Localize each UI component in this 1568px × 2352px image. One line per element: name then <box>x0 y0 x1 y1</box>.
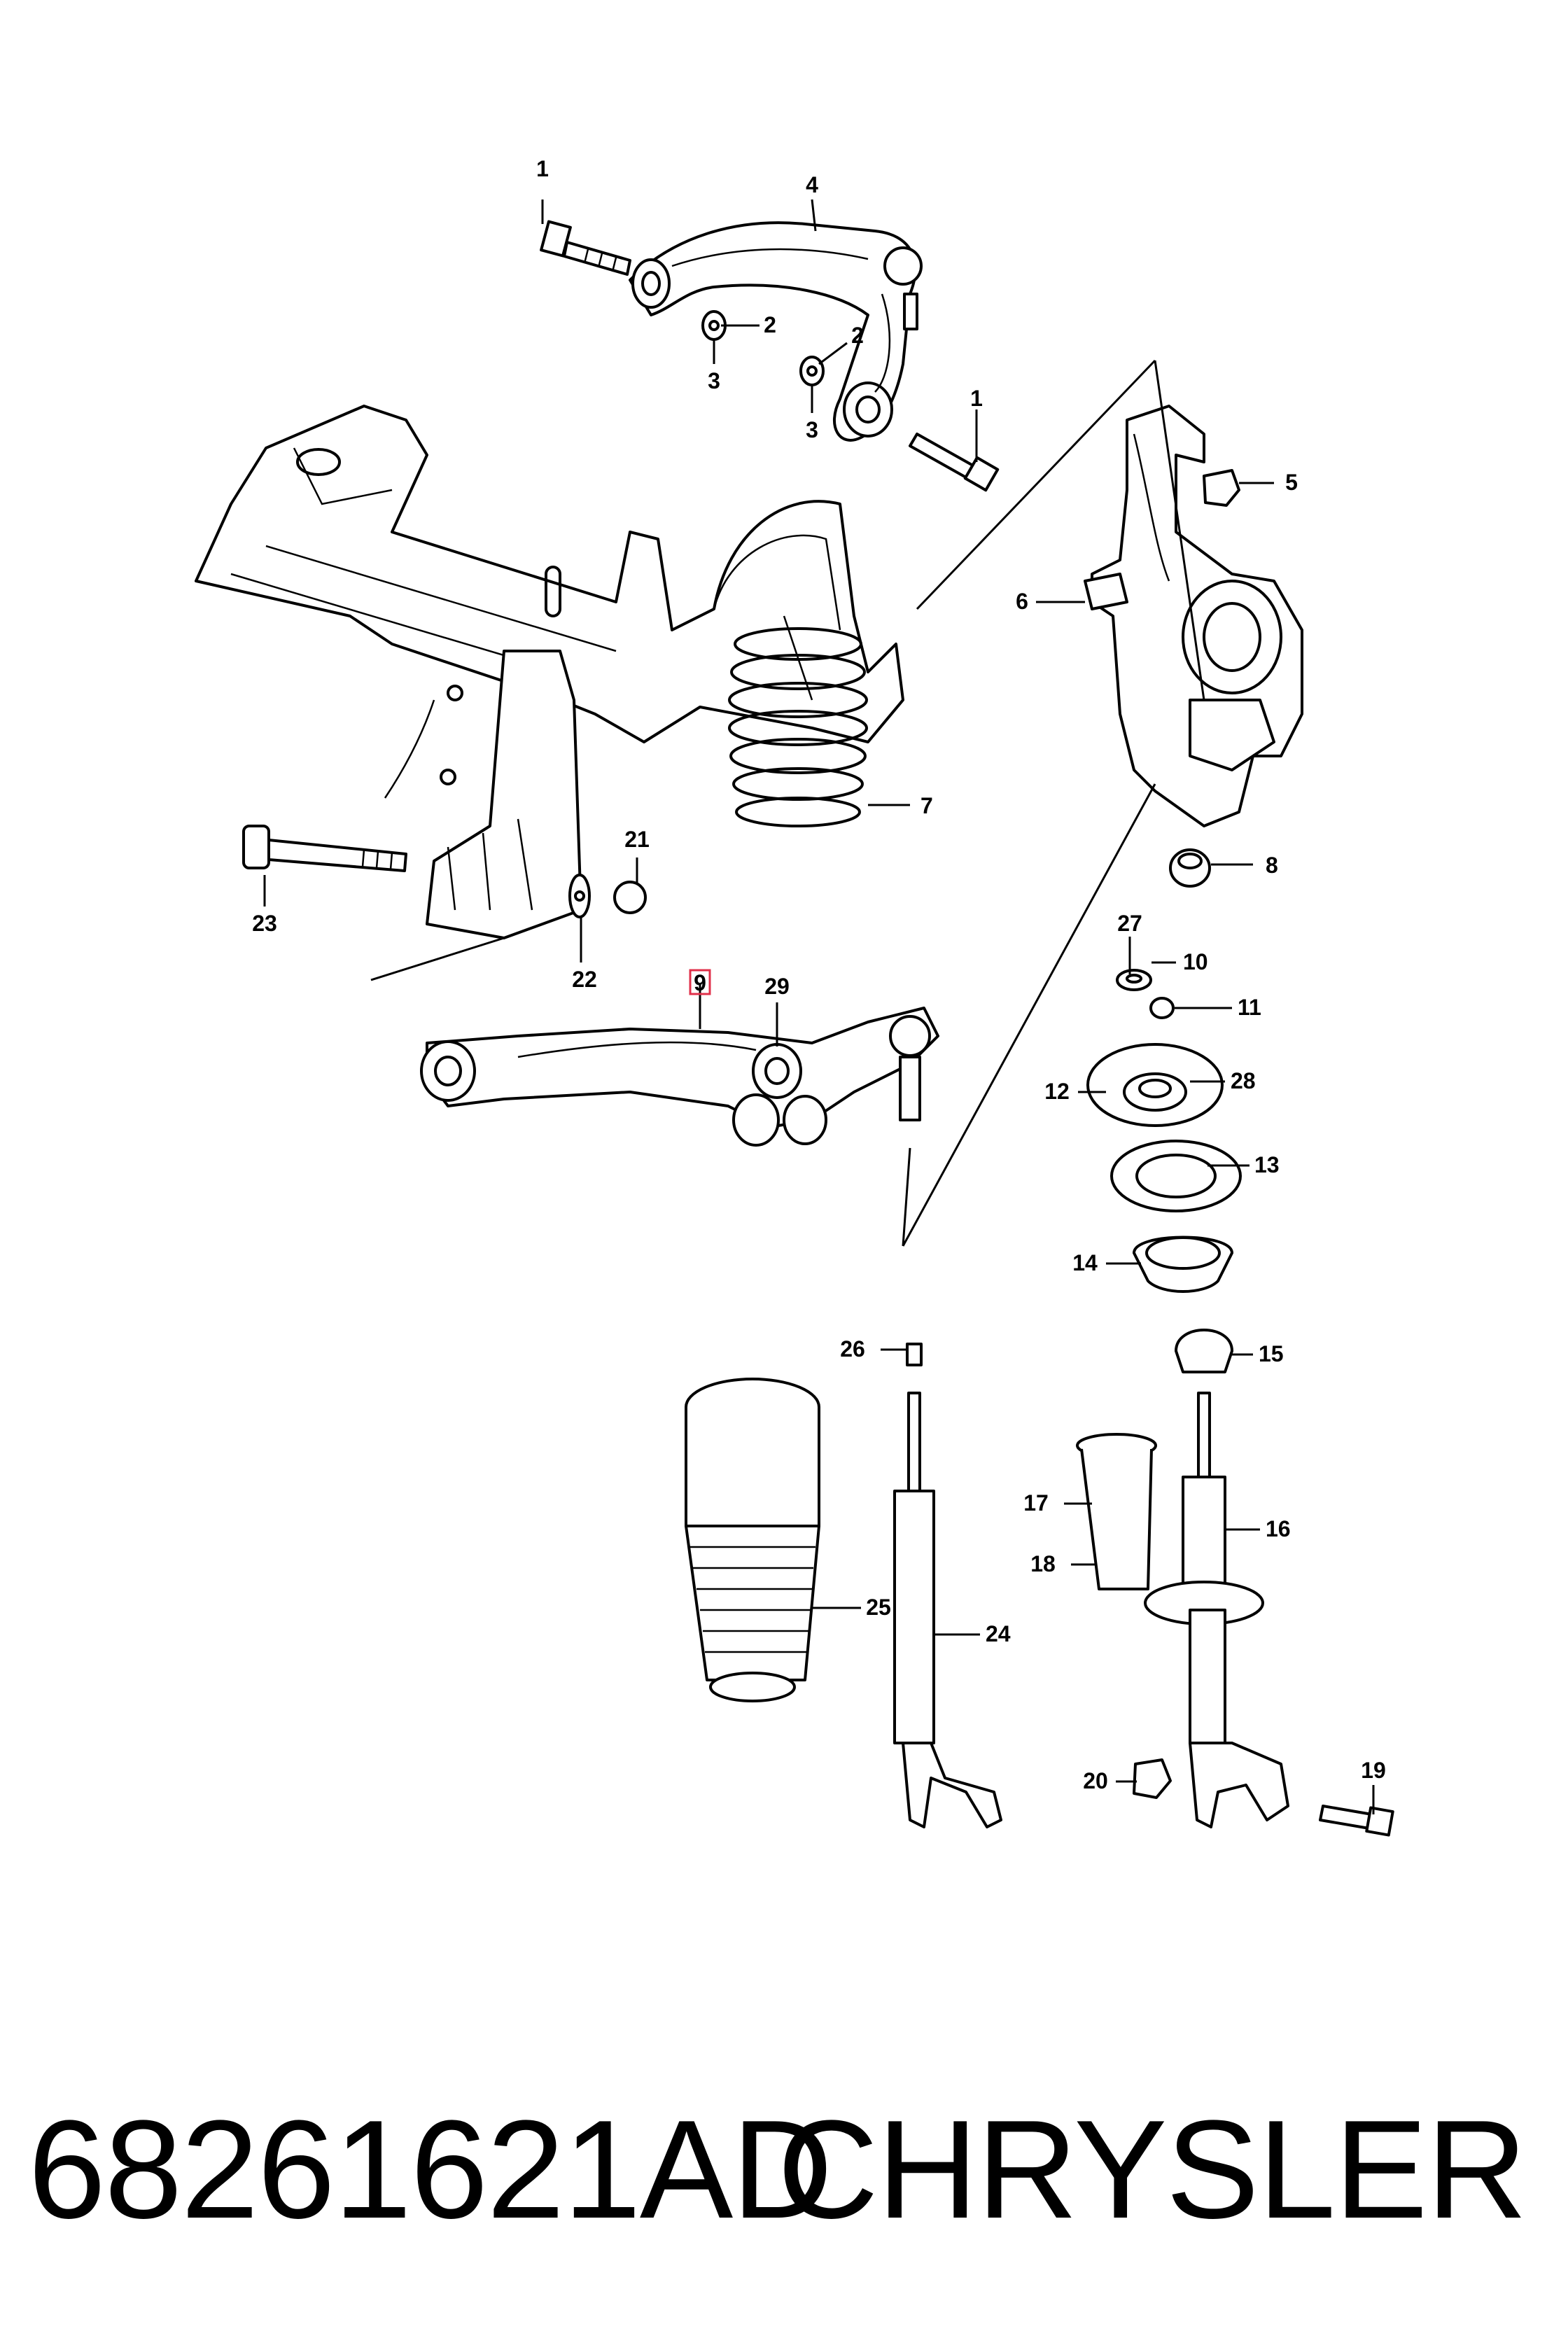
bolt-upper-rear <box>909 433 1000 492</box>
callout-12: 12 <box>1044 1079 1070 1104</box>
callout-8: 8 <box>1266 853 1278 878</box>
coil-spring <box>728 627 868 827</box>
callout-28: 28 <box>1231 1068 1256 1093</box>
callout-1-front-bolt: 1 <box>536 156 549 181</box>
callout-25: 25 <box>866 1595 891 1620</box>
air-spring-bellows <box>685 1378 820 1702</box>
nut-8 <box>1169 848 1211 888</box>
callout-10: 10 <box>1183 949 1208 974</box>
callout-2-front: 2 <box>764 312 776 337</box>
callout-3-rear: 3 <box>806 417 818 442</box>
upper-control-arm <box>629 221 923 442</box>
callout-2-rear: 2 <box>851 323 864 348</box>
nut-5 <box>1203 469 1240 507</box>
callout-7-spring: 7 <box>920 793 933 818</box>
callout-5: 5 <box>1285 470 1298 495</box>
callout-13: 13 <box>1254 1152 1280 1177</box>
strut-16 <box>1144 1392 1289 1828</box>
washer-10 <box>1116 969 1152 991</box>
brand-name: CHRYSLER <box>777 2092 1527 2248</box>
spring-isolator-13 <box>1110 1140 1242 1212</box>
footer: 68261621AD CHRYSLER <box>0 2065 1568 2275</box>
nut-20 <box>1133 1758 1172 1799</box>
callout-20: 20 <box>1083 1768 1108 1793</box>
callout-1-rear-bolt: 1 <box>970 386 983 411</box>
callout-29: 29 <box>764 974 790 999</box>
lower-control-arm <box>420 1007 939 1147</box>
part-number: 68261621AD <box>28 2092 833 2248</box>
callout-23: 23 <box>252 911 277 936</box>
callout-21: 21 <box>624 827 650 852</box>
dust-boot-17-18 <box>1076 1433 1157 1590</box>
upper-strut-mount <box>1086 1043 1224 1127</box>
nut-11 <box>1149 997 1175 1019</box>
callout-4-upper-arm: 4 <box>806 172 818 197</box>
bolt-19 <box>1319 1805 1394 1837</box>
jounce-bumper-15 <box>1175 1329 1233 1373</box>
bolt-upper-front <box>540 220 631 276</box>
callout-19: 19 <box>1361 1758 1386 1783</box>
bolt-23 <box>242 825 407 872</box>
callout-17: 17 <box>1023 1490 1049 1516</box>
callout-18: 18 <box>1030 1551 1056 1576</box>
callout-15: 15 <box>1259 1341 1284 1366</box>
callout-11: 11 <box>1238 995 1261 1020</box>
callout-24: 24 <box>986 1621 1011 1646</box>
cam-washer-rear <box>799 356 825 386</box>
callout-9-highlight <box>689 969 711 995</box>
callout-27: 27 <box>1117 911 1142 936</box>
callout-26: 26 <box>840 1336 865 1362</box>
callout-3-front: 3 <box>708 368 720 393</box>
callout-16: 16 <box>1266 1516 1291 1541</box>
callout-14: 14 <box>1072 1250 1098 1275</box>
nut-21 <box>613 881 647 914</box>
steering-knuckle <box>1084 405 1303 827</box>
callout-22: 22 <box>572 967 597 992</box>
callout-6-knuckle: 6 <box>1016 589 1028 614</box>
washer-22 <box>568 874 591 918</box>
shock-absorber-24 <box>893 1343 1002 1828</box>
callout-9-lower-arm: 9 <box>694 970 706 995</box>
spring-isolator-14 <box>1133 1236 1233 1293</box>
